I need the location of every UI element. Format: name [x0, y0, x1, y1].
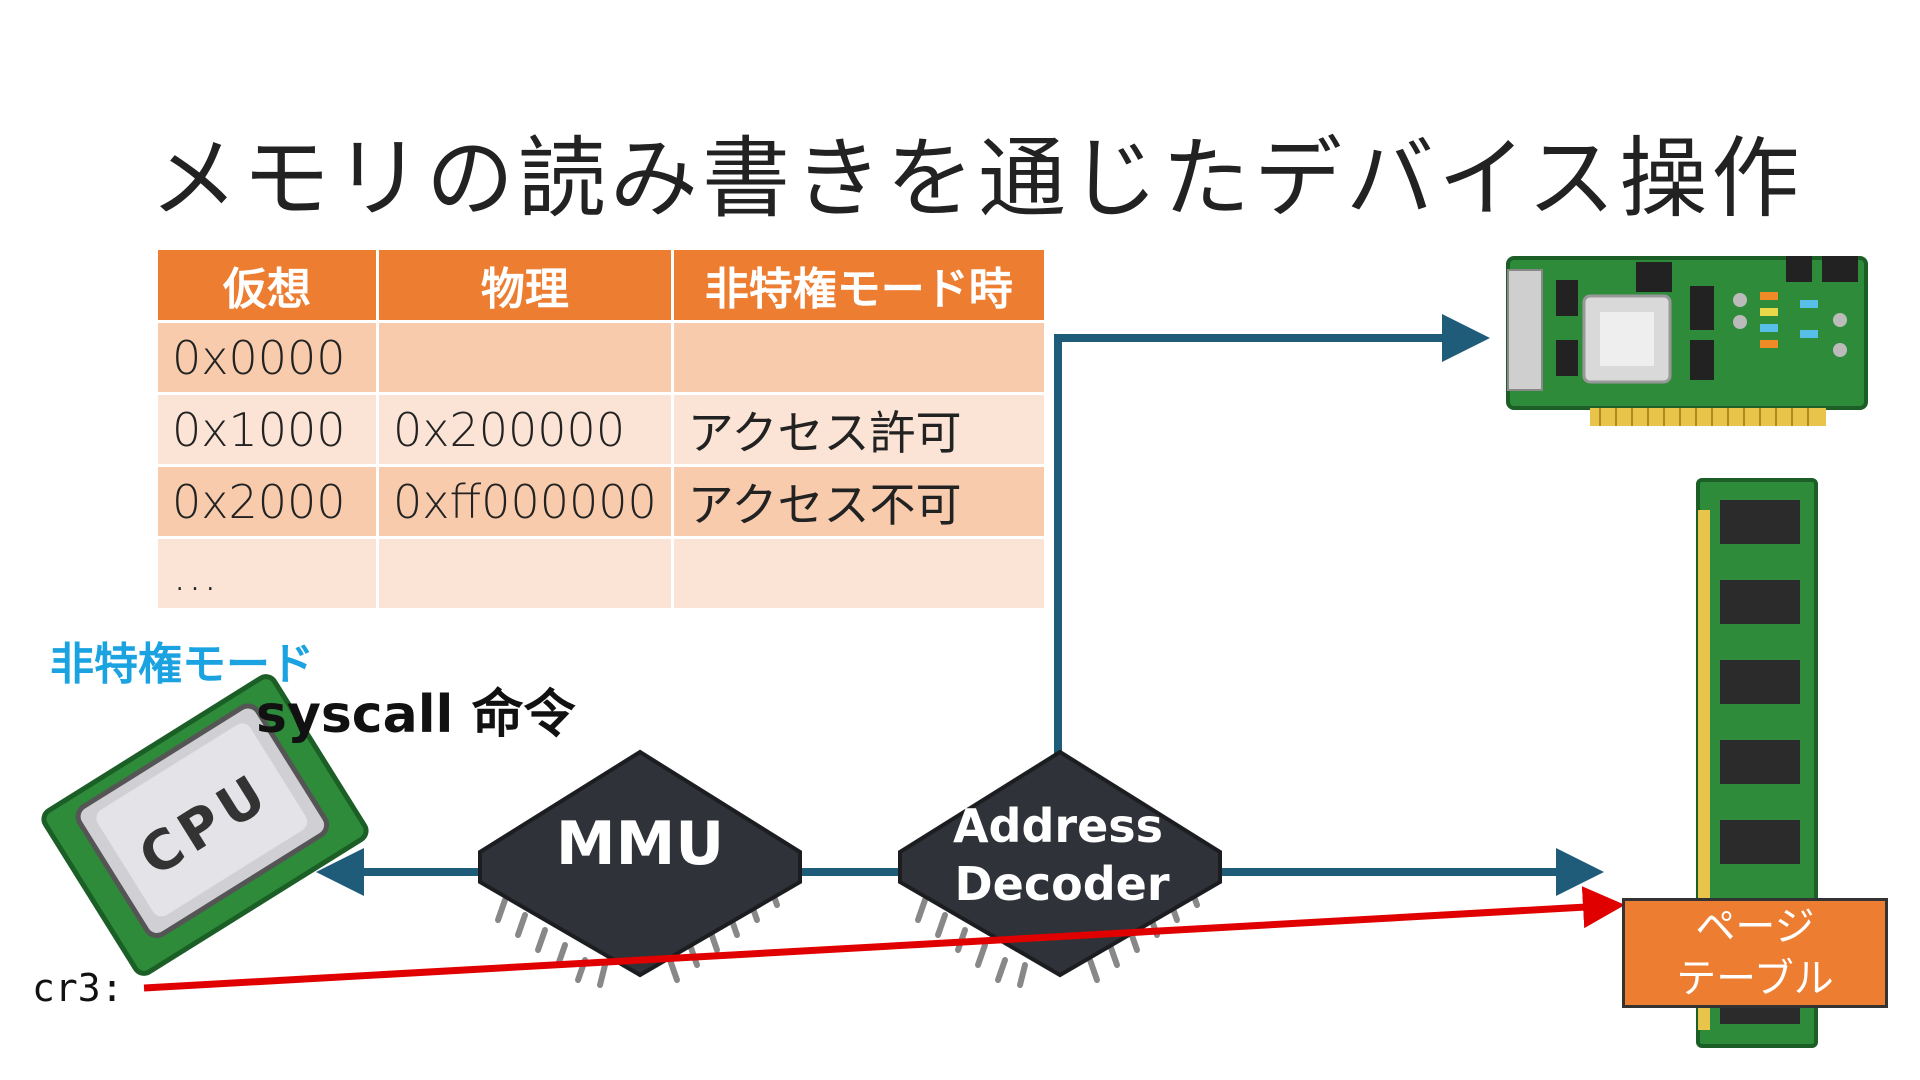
- cell-physical: 0x200000: [377, 393, 674, 467]
- unprivileged-mode-label: 非特権モード: [50, 639, 314, 690]
- mmu-chip-icon: MMU: [478, 749, 802, 988]
- header-physical: 物理: [377, 250, 674, 323]
- header-unprivileged: 非特権モード時: [672, 250, 1047, 323]
- cell-virtual: 0x2000: [158, 465, 379, 539]
- header-virtual: 仮想: [158, 250, 379, 323]
- cell-physical: 0xff000000: [377, 465, 674, 539]
- cell-virtual: 0x1000: [158, 393, 379, 467]
- table-row: …: [158, 537, 1047, 611]
- page-table-box: ページ テーブル: [1622, 898, 1888, 1008]
- cpu-chip-icon: CPU: [41, 674, 369, 976]
- cr3-arrow: [143, 886, 1625, 992]
- cell-access: アクセス許可: [672, 393, 1047, 467]
- cell-physical: [377, 537, 674, 611]
- slide-title: メモリの読み書きを通じたデバイス操作: [150, 127, 1804, 230]
- cell-virtual: …: [158, 537, 379, 611]
- decoder-label-line1: Address: [953, 799, 1163, 853]
- decoder-label-line2: Decoder: [954, 857, 1169, 911]
- page-table-line2: テーブル: [1676, 956, 1834, 1002]
- page-mapping-table: 仮想 物理 非特権モード時 0x0000 0x1000 0x200000 アクセ…: [158, 250, 1047, 611]
- cell-virtual: 0x0000: [158, 321, 379, 395]
- cell-physical: [377, 321, 674, 395]
- table-row: 0x0000: [158, 321, 1047, 395]
- table-row: 0x1000 0x200000 アクセス許可: [158, 393, 1047, 467]
- cell-access: [672, 321, 1047, 395]
- syscall-label: syscall 命令: [256, 685, 576, 745]
- cell-access: アクセス不可: [672, 465, 1047, 539]
- table-row: 0x2000 0xff000000 アクセス不可: [158, 465, 1047, 539]
- cell-access: [672, 537, 1047, 611]
- address-decoder-chip-icon: Address Decoder: [898, 749, 1222, 988]
- cr3-register-label: cr3:: [32, 966, 124, 1010]
- expansion-card-icon: [1506, 256, 1868, 426]
- page-table-line1: ページ: [1695, 904, 1815, 950]
- mmu-label: MMU: [556, 809, 724, 879]
